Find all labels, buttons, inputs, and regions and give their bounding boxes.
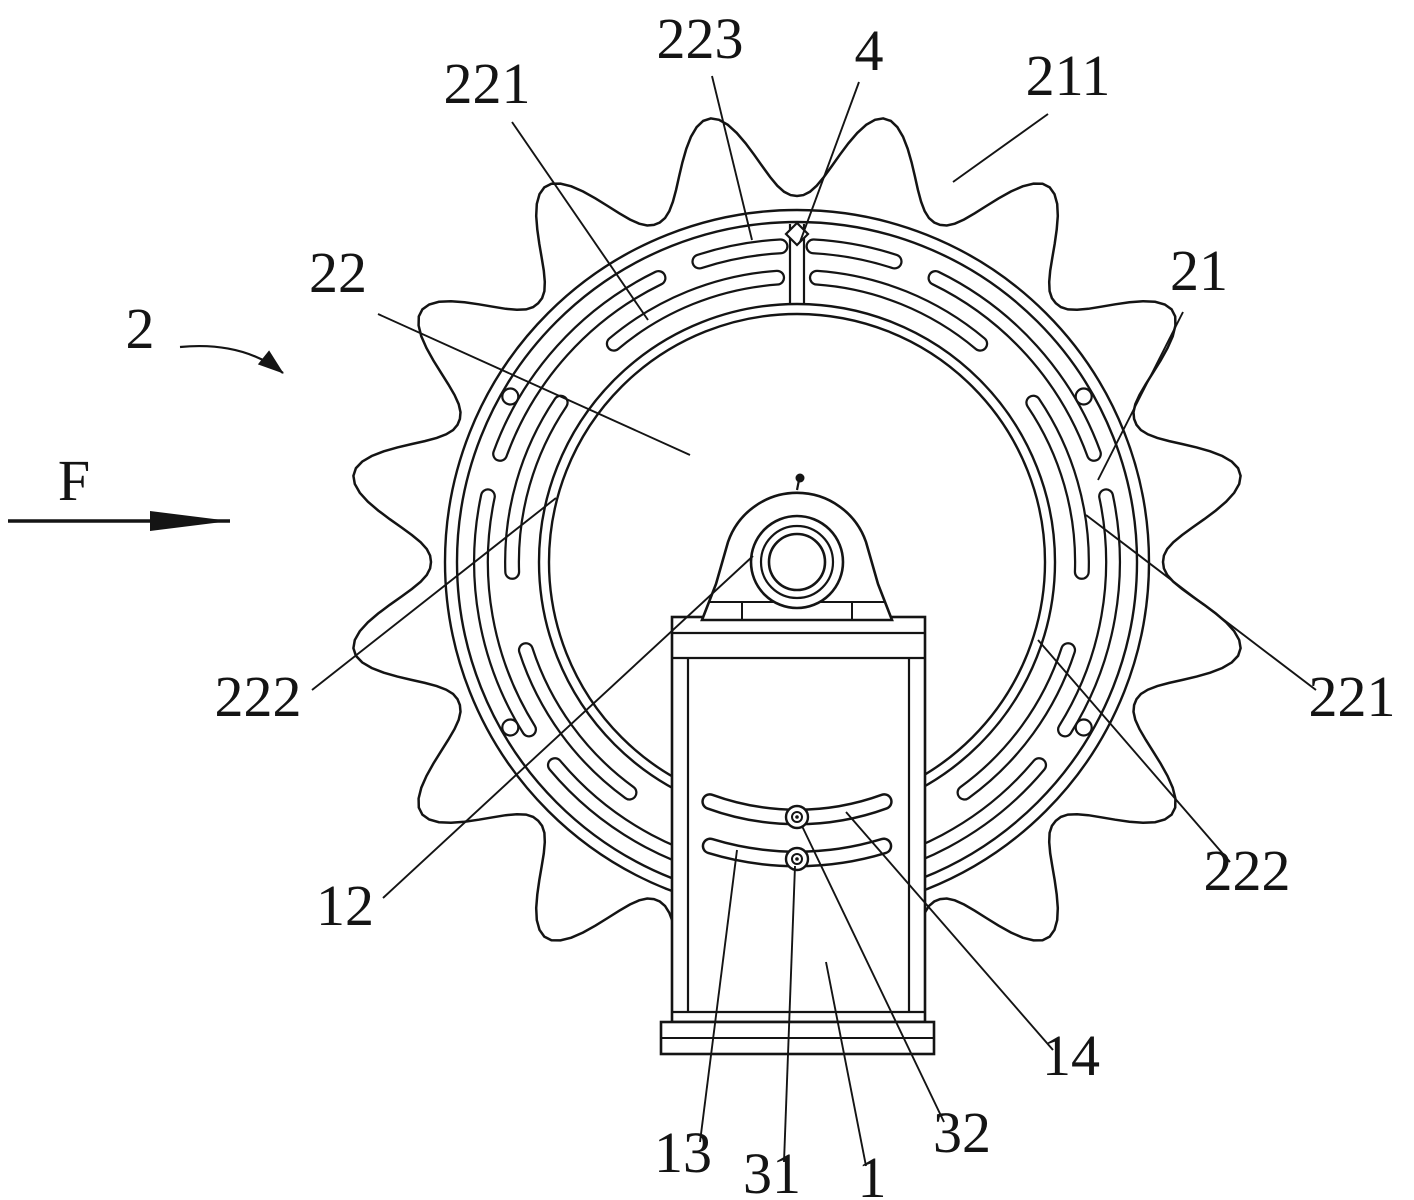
- label-22: 22: [309, 240, 367, 305]
- leader-21: [1097, 311, 1184, 481]
- leader-222-left: [311, 497, 557, 691]
- leader-13: [699, 849, 738, 1143]
- label-222-right: 222: [1204, 838, 1291, 903]
- ref-2-curved-arrow: [179, 344, 284, 374]
- label-F: F: [58, 448, 90, 513]
- grease-fitting-dot: [795, 473, 805, 483]
- leader-22: [377, 313, 691, 456]
- mounting-bracket: [659, 615, 936, 1056]
- label-4: 4: [855, 18, 884, 83]
- adjustment-bolts: [784, 804, 810, 872]
- shaft-bore: [767, 532, 827, 592]
- label-31: 31: [743, 1141, 801, 1200]
- label-2: 2: [126, 296, 155, 361]
- label-14: 14: [1042, 1023, 1100, 1088]
- leader-12: [382, 555, 754, 899]
- leader-31: [783, 865, 796, 1163]
- label-1: 1: [858, 1145, 887, 1200]
- leader-211: [952, 113, 1049, 183]
- bolt-upper: [784, 804, 810, 830]
- label-221-right: 221: [1309, 664, 1396, 729]
- bolt-lower: [784, 846, 810, 872]
- leader-223: [711, 75, 753, 241]
- leader-lines: [311, 75, 1317, 1167]
- label-13: 13: [654, 1120, 712, 1185]
- label-222-left: 222: [215, 664, 302, 729]
- label-32: 32: [933, 1100, 991, 1165]
- leader-1: [825, 961, 867, 1167]
- labels: 223 4 221 211 22 21 2 F 222 221 222 12 1…: [58, 6, 1396, 1200]
- leader-222-right: [1037, 639, 1231, 863]
- leader-221-right: [1085, 514, 1317, 691]
- leader-32: [801, 825, 945, 1123]
- label-12: 12: [316, 873, 374, 938]
- top-gap: [784, 221, 810, 303]
- label-223: 223: [657, 6, 744, 71]
- label-211: 211: [1026, 43, 1111, 108]
- leader-4: [799, 81, 860, 243]
- rim-holes: [501, 387, 1093, 737]
- ring-slots-outer: [473, 238, 1121, 885]
- leader-221-top: [511, 121, 649, 321]
- leader-14: [845, 811, 1054, 1051]
- bearing-hub: [700, 473, 894, 622]
- label-21: 21: [1170, 238, 1228, 303]
- label-221-top: 221: [444, 51, 531, 116]
